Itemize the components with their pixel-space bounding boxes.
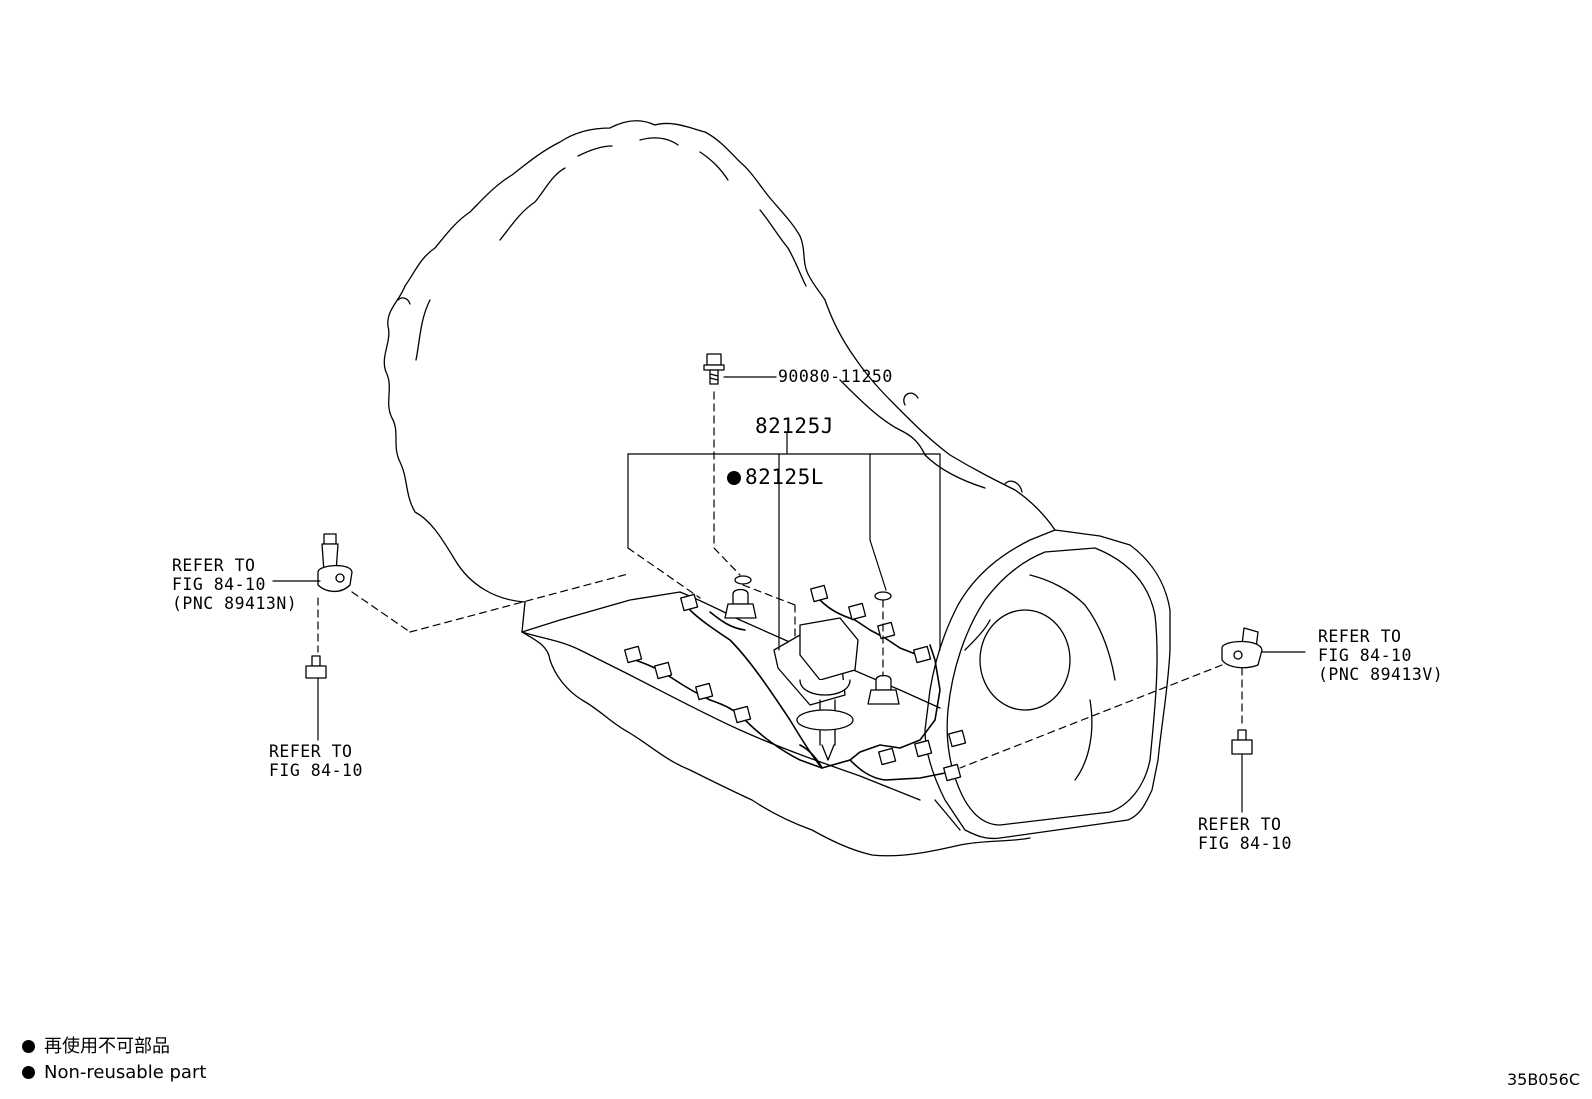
fig-reference-text: FIG 84-10 <box>1318 646 1412 665</box>
legend-japanese-text: 再使用不可部品 <box>44 1036 170 1057</box>
legend-japanese: 再使用不可部品 <box>22 1036 170 1058</box>
transmission-case-outline <box>521 379 1031 857</box>
bullet-icon <box>22 1066 35 1079</box>
harness-plug-sensors <box>724 588 900 705</box>
refer-to-text: REFER TO <box>269 742 353 761</box>
refer-to-text: REFER TO <box>1198 815 1282 834</box>
bolt-left <box>305 655 327 679</box>
dashed-guide-lines <box>317 391 1243 769</box>
non-reusable-marker-dot <box>727 471 741 485</box>
bolt-right <box>1231 729 1253 755</box>
fig-reference-text: FIG 84-10 <box>269 761 363 780</box>
bullet-icon <box>22 1040 35 1053</box>
bolt-90080-11250 <box>703 353 725 385</box>
legend-english-text: Non-reusable part <box>44 1062 207 1083</box>
refer-to-text: REFER TO <box>172 556 256 575</box>
fig-reference-text: FIG 84-10 <box>172 575 266 594</box>
fig-reference-text: FIG 84-10 <box>1198 834 1292 853</box>
leader-lines <box>272 376 1306 813</box>
legend-english: Non-reusable part <box>22 1062 206 1084</box>
harness-bracket <box>773 617 859 761</box>
harness-connectors <box>624 584 967 782</box>
wire-harness <box>634 599 951 781</box>
bolt-part-number-label: 90080-11250 <box>778 367 893 386</box>
extension-housing-outline <box>924 529 1171 840</box>
refer-to-text: REFER TO <box>1318 627 1402 646</box>
bell-housing-outline <box>383 120 1056 603</box>
pnc-reference-text: (PNC 89413V) <box>1318 665 1444 684</box>
figure-code: 35B056C <box>1506 1070 1580 1089</box>
speed-sensor-left <box>317 533 353 593</box>
harness-part-number-label: 82125J <box>755 414 834 438</box>
speed-sensor-right <box>1221 627 1263 669</box>
oil-pan-outline <box>521 591 941 709</box>
non-reusable-part-number-label: 82125L <box>745 465 824 489</box>
pnc-reference-text: (PNC 89413N) <box>172 594 298 613</box>
